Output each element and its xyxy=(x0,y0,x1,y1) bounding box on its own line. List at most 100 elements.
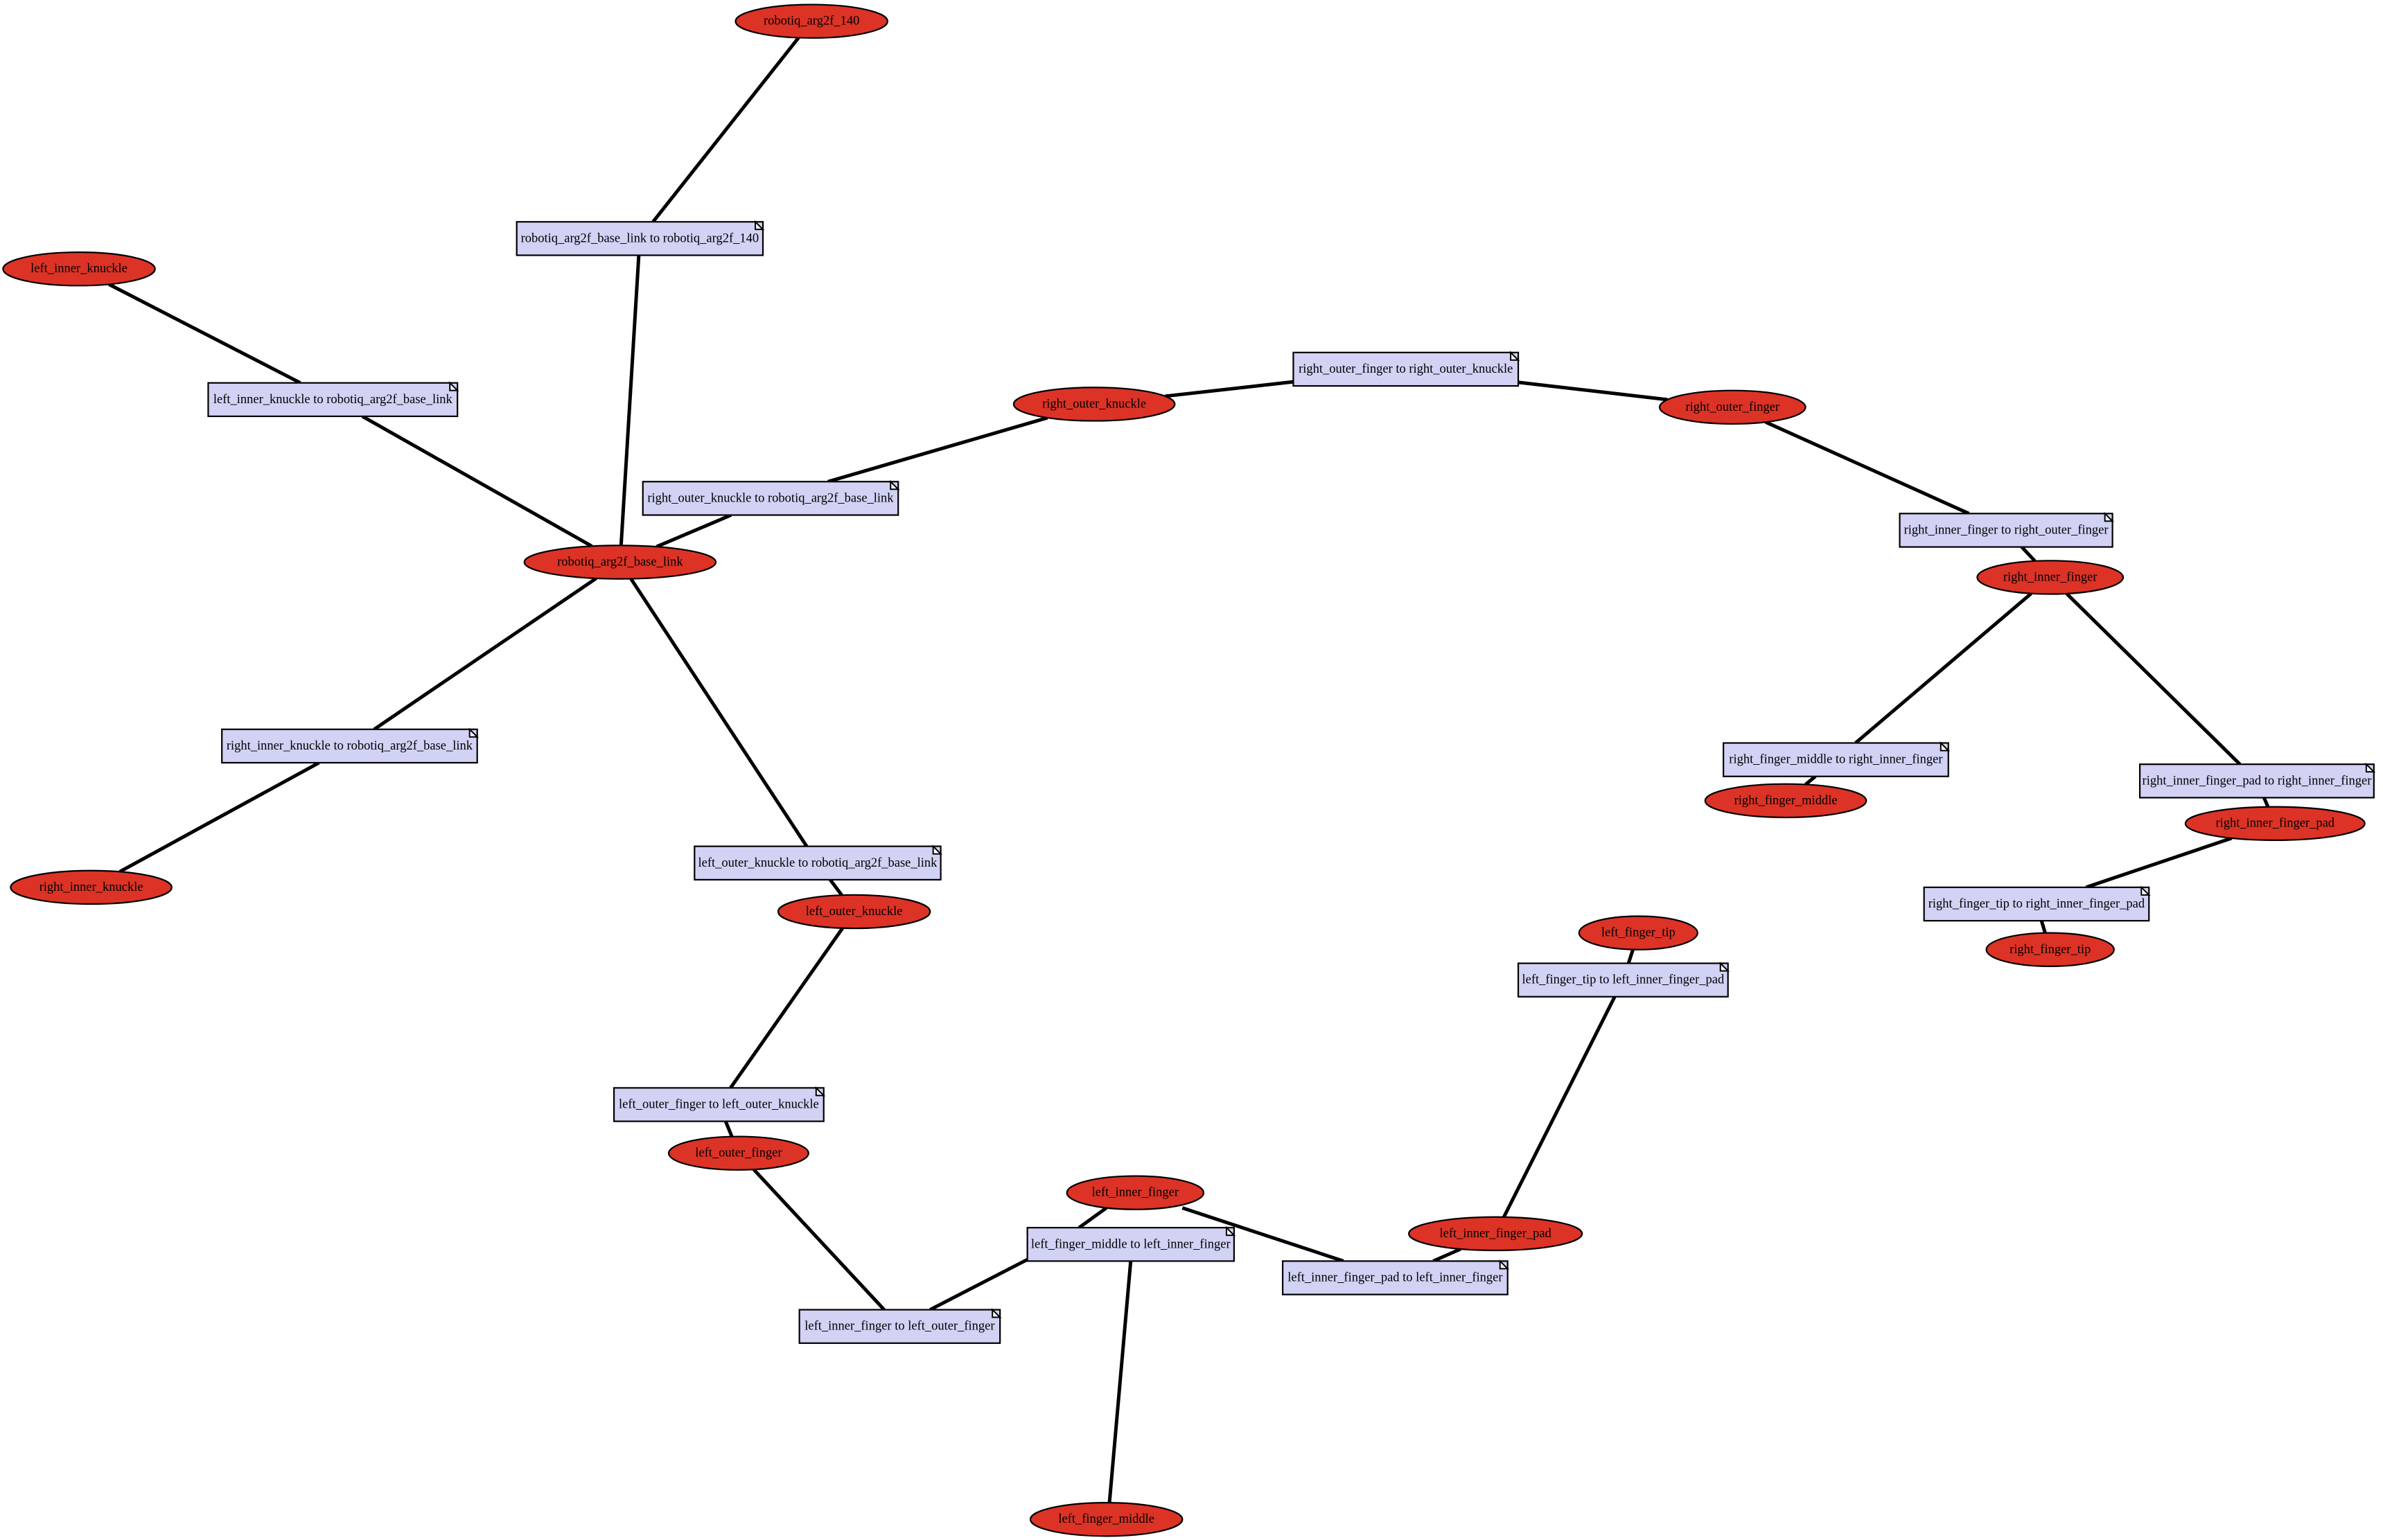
link-node-right_outer_finger[interactable]: right_outer_finger xyxy=(1658,389,1806,425)
link-node-right_inner_finger[interactable]: right_inner_finger xyxy=(1976,560,2125,595)
link-node-left_inner_finger_pad[interactable]: left_inner_finger_pad xyxy=(1408,1216,1583,1252)
link-label: right_finger_middle xyxy=(1734,794,1838,808)
link-node-right_finger_middle[interactable]: right_finger_middle xyxy=(1704,783,1867,819)
joint-label: right_outer_finger to right_outer_knuckl… xyxy=(1299,362,1513,376)
note-fold-icon xyxy=(2365,762,2376,773)
joint-label: right_outer_knuckle to robotiq_arg2f_bas… xyxy=(647,491,894,505)
joint-box xyxy=(642,481,899,516)
link-node-left_finger_tip[interactable]: left_finger_tip xyxy=(1578,915,1698,950)
joint-label: left_outer_finger to left_outer_knuckle xyxy=(619,1097,819,1111)
edge-j_lifp_lif-left_inner_finger_pad xyxy=(1432,1247,1461,1263)
note-fold-icon xyxy=(1510,351,1520,361)
edge-j_rok_base-robotiq_arg2f_base_link xyxy=(656,513,732,549)
joint-label: left_inner_knuckle to robotiq_arg2f_base… xyxy=(213,393,453,407)
link-node-right_outer_knuckle[interactable]: right_outer_knuckle xyxy=(1012,387,1176,422)
link-ellipse xyxy=(2184,806,2366,841)
joint-label: left_finger_tip to left_inner_finger_pad xyxy=(1522,973,1725,987)
link-layer: robotiq_arg2f_140left_inner_knucklerobot… xyxy=(2,3,2366,1537)
edge-j_lft_lifp-left_finger_tip xyxy=(1626,948,1635,964)
link-ellipse xyxy=(735,3,888,39)
joint-node-j_rft_rifp[interactable]: right_finger_tip to right_inner_finger_p… xyxy=(1923,885,2151,922)
edge-j_lof_lok-left_outer_finger xyxy=(723,1120,734,1138)
edge-j_rfm_rif-right_inner_finger xyxy=(1854,592,2032,745)
joint-node-j_base_140[interactable]: robotiq_arg2f_base_link to robotiq_arg2f… xyxy=(516,220,765,256)
joint-box xyxy=(694,845,942,880)
edge-j_lif_lof-left_inner_finger xyxy=(929,1257,1028,1311)
link-node-left_outer_knuckle[interactable]: left_outer_knuckle xyxy=(777,894,931,930)
link-node-robotiq_arg2f_140[interactable]: robotiq_arg2f_140 xyxy=(735,3,888,39)
note-fold-icon xyxy=(1499,1259,1510,1270)
link-ellipse xyxy=(1066,1175,1205,1210)
edge-j_lifp_lif-left_inner_finger xyxy=(1181,1206,1344,1263)
joint-node-j_lfm_lif[interactable]: left_finger_middle to left_inner_finger xyxy=(1026,1225,1236,1262)
link-ellipse xyxy=(1408,1216,1583,1252)
joint-box xyxy=(1026,1227,1236,1262)
edge-j_base_140-robotiq_arg2f_140 xyxy=(651,36,800,223)
joint-box xyxy=(1292,351,1520,387)
edge-j_lok_base-left_outer_knuckle xyxy=(829,878,843,896)
joint-box xyxy=(1723,742,1949,777)
joint-node-j_lik_base[interactable]: left_inner_knuckle to robotiq_arg2f_base… xyxy=(207,381,459,418)
link-ellipse xyxy=(523,545,717,580)
note-fold-icon xyxy=(992,1308,1002,1318)
joint-label: left_outer_knuckle to robotiq_arg2f_base… xyxy=(698,856,938,870)
link-node-left_inner_knuckle[interactable]: left_inner_knuckle xyxy=(2,251,156,287)
link-label: left_inner_finger_pad xyxy=(1439,1227,1551,1241)
joint-node-j_rfm_rif[interactable]: right_finger_middle to right_inner_finge… xyxy=(1723,741,1951,777)
note-fold-icon xyxy=(755,220,765,231)
joint-node-j_rik_base[interactable]: right_inner_knuckle to robotiq_arg2f_bas… xyxy=(221,727,480,764)
link-ellipse xyxy=(1976,560,2125,595)
joint-label: right_inner_knuckle to robotiq_arg2f_bas… xyxy=(227,739,473,753)
link-node-left_finger_middle[interactable]: left_finger_middle xyxy=(1029,1502,1184,1537)
link-label: right_outer_knuckle xyxy=(1042,397,1146,411)
edge-j_lik_base-left_inner_knuckle xyxy=(107,283,301,384)
link-label: left_finger_middle xyxy=(1058,1512,1154,1526)
edge-j_rif_rof-right_inner_finger xyxy=(2020,545,2037,563)
joint-node-j_lifp_lif[interactable]: left_inner_finger_pad to left_inner_fing… xyxy=(1281,1259,1510,1295)
link-node-right_inner_finger_pad[interactable]: right_inner_finger_pad xyxy=(2184,806,2366,841)
note-fold-icon xyxy=(449,381,459,391)
link-node-robotiq_arg2f_base_link[interactable]: robotiq_arg2f_base_link xyxy=(523,545,717,580)
link-node-right_finger_tip[interactable]: right_finger_tip xyxy=(1985,932,2115,968)
edge-j_rft_rifp-right_finger_tip xyxy=(2039,920,2047,934)
link-node-left_outer_finger[interactable]: left_outer_finger xyxy=(667,1135,809,1171)
joint-box xyxy=(1923,886,2150,922)
joint-node-j_rif_rof[interactable]: right_inner_finger to right_outer_finger xyxy=(1899,511,2115,548)
link-ellipse xyxy=(777,894,931,930)
edge-j_rfm_rif-right_finger_middle xyxy=(1804,775,1817,786)
joint-node-j_lif_lof[interactable]: left_inner_finger to left_outer_finger xyxy=(798,1308,1002,1344)
joint-label: right_finger_middle to right_inner_finge… xyxy=(1729,753,1942,767)
link-ellipse xyxy=(1658,389,1806,425)
link-ellipse xyxy=(667,1135,809,1171)
joint-label: robotiq_arg2f_base_link to robotiq_arg2f… xyxy=(521,231,759,245)
edge-layer xyxy=(107,36,2270,1503)
edge-j_rif_rof-right_outer_finger xyxy=(1765,421,1970,515)
link-label: right_inner_finger xyxy=(2003,570,2098,584)
joint-node-j_lok_base[interactable]: left_outer_knuckle to robotiq_arg2f_base… xyxy=(694,844,943,880)
joint-node-j_lof_lok[interactable]: left_outer_finger to left_outer_knuckle xyxy=(613,1086,826,1122)
note-fold-icon xyxy=(2104,511,2115,522)
link-label: left_outer_finger xyxy=(695,1147,782,1160)
joint-box xyxy=(221,728,478,764)
link-ellipse xyxy=(1985,932,2115,968)
joint-label: right_inner_finger to right_outer_finger xyxy=(1904,523,2109,537)
edge-j_lof_lok-left_outer_knuckle xyxy=(729,927,844,1089)
joint-box xyxy=(1517,962,1729,998)
link-ellipse xyxy=(1029,1502,1184,1537)
joint-node-j_rifp_rif[interactable]: right_inner_finger_pad to right_inner_fi… xyxy=(2138,762,2376,799)
joint-node-j_rok_base[interactable]: right_outer_knuckle to robotiq_arg2f_bas… xyxy=(642,479,900,516)
joint-node-j_rof_rok[interactable]: right_outer_finger to right_outer_knuckl… xyxy=(1292,351,1520,387)
joint-node-j_lft_lifp[interactable]: left_finger_tip to left_inner_finger_pad xyxy=(1517,962,1730,998)
edge-j_rik_base-robotiq_arg2f_base_link xyxy=(373,576,597,731)
edge-j_base_140-robotiq_arg2f_base_link xyxy=(619,255,641,546)
link-label: right_finger_tip xyxy=(2010,943,2091,957)
link-node-right_inner_knuckle[interactable]: right_inner_knuckle xyxy=(10,869,173,905)
link-ellipse xyxy=(2,251,156,287)
link-node-left_inner_finger[interactable]: left_inner_finger xyxy=(1066,1175,1205,1210)
link-label: left_outer_knuckle xyxy=(806,905,903,919)
link-label: left_finger_tip xyxy=(1601,926,1676,940)
link-label: robotiq_arg2f_base_link xyxy=(557,555,683,569)
joint-label: left_inner_finger_pad to left_inner_fing… xyxy=(1287,1271,1502,1285)
edge-j_rof_rok-right_outer_knuckle xyxy=(1165,380,1294,398)
